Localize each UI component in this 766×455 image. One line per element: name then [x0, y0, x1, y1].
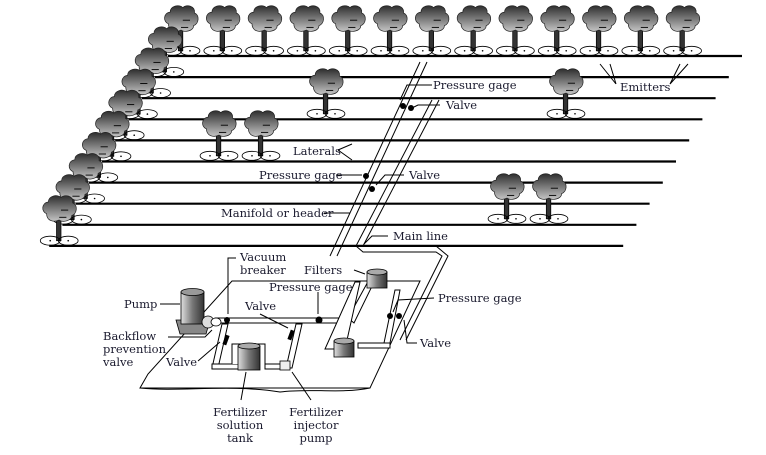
label-backflow-2: prevention [103, 342, 167, 356]
label-backflow-1: Backflow [103, 329, 156, 343]
label-fert-tank-3: tank [227, 431, 254, 445]
label-fert-tank-1: Fertilizer [213, 405, 267, 419]
tree [203, 5, 243, 56]
label-valve-mid: Valve [408, 168, 440, 182]
filter-bottom [333, 337, 355, 358]
label-pressure-gage-top: Pressure gage [433, 78, 517, 92]
fertilizer-solution-tank [231, 342, 266, 371]
label-pressure-gage-right: Pressure gage [438, 291, 522, 305]
valve-right [396, 313, 402, 319]
label-fert-pump-1: Fertilizer [289, 405, 343, 419]
tree [287, 5, 326, 56]
tree [306, 68, 346, 119]
label-filters: Filters [304, 263, 342, 277]
tree [245, 5, 284, 56]
tree [199, 110, 239, 161]
pressure-gage-right [387, 313, 393, 319]
pressure-gage-top [400, 103, 406, 109]
tree [537, 5, 577, 56]
label-pressure-gage-head: Pressure gage [269, 280, 353, 294]
fertilizer-injector-pump [279, 360, 291, 371]
pressure-gage-head [315, 316, 323, 324]
label-fert-tank-2: solution [217, 418, 264, 432]
label-valve-top: Valve [445, 98, 477, 112]
valve-head [287, 329, 295, 341]
tree [241, 110, 281, 161]
label-main-line: Main line [393, 229, 448, 243]
fittings [222, 103, 414, 346]
valve-mid [369, 186, 375, 192]
valve-backflow [222, 334, 230, 346]
valve-top [408, 105, 414, 111]
tree [328, 5, 368, 56]
tree [621, 5, 661, 56]
label-valve-head: Valve [244, 299, 276, 313]
filter-top [366, 268, 388, 289]
tree [579, 5, 619, 56]
tree [370, 5, 410, 56]
label-manifold: Manifold or header [221, 206, 334, 220]
tree [663, 5, 702, 56]
tree [454, 5, 493, 56]
tree [412, 5, 452, 56]
label-fert-pump-3: pump [299, 431, 332, 445]
label-pressure-gage-mid: Pressure gage [259, 168, 343, 182]
labels: Emitters Pressure gage Valve Laterals Pr… [102, 78, 671, 445]
tree [529, 173, 569, 224]
label-emitters: Emitters [620, 80, 671, 94]
label-fert-pump-2: injector [294, 418, 339, 432]
tree [546, 68, 586, 119]
manifold-header [329, 61, 428, 257]
pressure-gage-mid [363, 173, 369, 179]
label-valve-backflow: Valve [165, 355, 197, 369]
label-pump: Pump [124, 297, 157, 311]
label-laterals: Laterals [293, 144, 341, 158]
label-vacuum-breaker-1: Vacuum [239, 250, 286, 264]
pump [175, 288, 222, 335]
tree [487, 173, 527, 224]
tree [39, 195, 79, 246]
vacuum-breaker [224, 317, 230, 323]
tree [496, 5, 535, 56]
label-vacuum-breaker-2: breaker [240, 263, 286, 277]
label-valve-right: Valve [419, 336, 451, 350]
label-backflow-3: valve [102, 355, 134, 369]
tree-rows [39, 5, 702, 246]
leader-lines [160, 63, 689, 401]
